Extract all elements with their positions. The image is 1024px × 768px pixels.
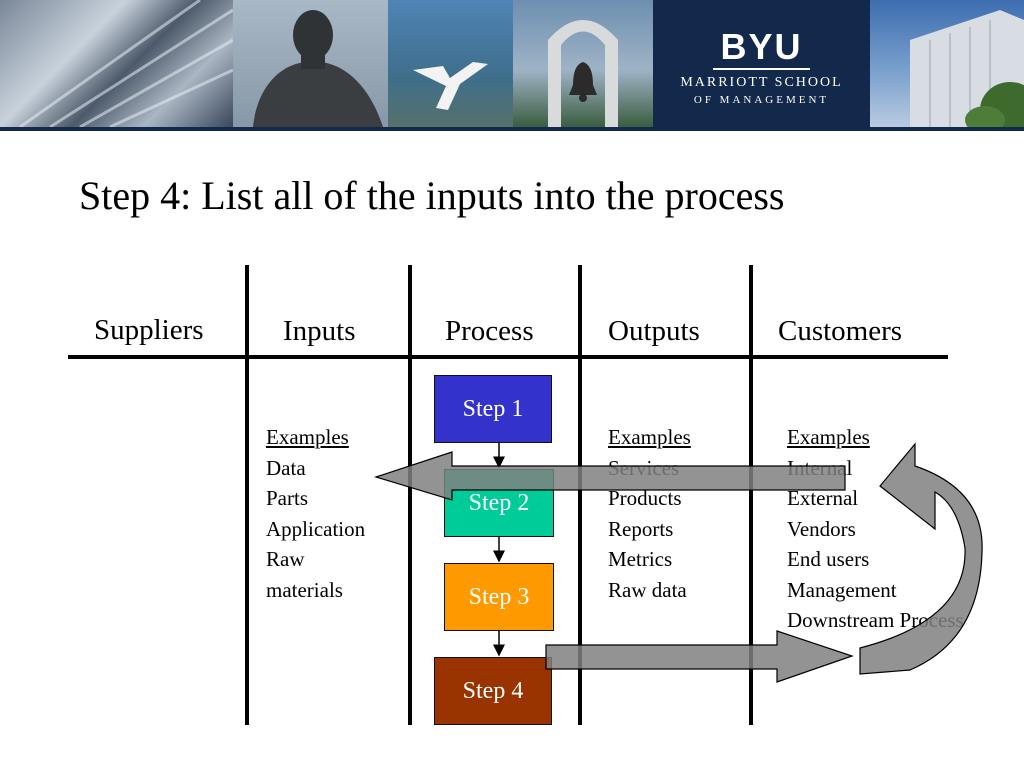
customers-examples-heading: Examples [787, 425, 870, 449]
step-1-box[interactable]: Step 1 [434, 375, 552, 443]
column-divider-2 [408, 265, 412, 725]
statue-silhouette-graphic [253, 10, 383, 127]
customers-header: Customers [778, 315, 903, 347]
list-item: Management [787, 577, 897, 602]
step-3-label: Step 3 [468, 583, 530, 610]
byu-logo-text: BYU [720, 26, 803, 67]
suppliers-header: Suppliers [94, 314, 204, 346]
customers-examples-list: Examples Internal External Vendors End u… [787, 422, 964, 636]
school-name-line1: MARRIOTT SCHOOL [680, 75, 843, 90]
bell-tower-photo-panel [513, 0, 653, 127]
statue-photo-panel [233, 0, 388, 127]
list-item: Application [266, 516, 366, 541]
school-name-line2: OF MANAGEMENT [693, 94, 830, 106]
header-banner: BYU MARRIOTT SCHOOL OF MANAGEMENT [0, 0, 1024, 131]
banner-bottom-rule [0, 127, 1024, 131]
list-item: Parts [266, 486, 308, 510]
process-header: Process [445, 315, 534, 347]
list-item: Vendors [787, 516, 856, 541]
step-4-box[interactable]: Step 4 [434, 657, 552, 725]
campus-building-photo-panel [870, 0, 1024, 127]
campus-tower-graphic [910, 10, 1024, 127]
y-logo-graphic [413, 62, 488, 110]
list-item: Reports [608, 516, 674, 541]
list-item: Data [266, 455, 306, 480]
column-divider-3 [578, 265, 582, 725]
column-divider-1 [245, 265, 249, 725]
list-item: materials [266, 577, 343, 602]
list-item: Raw data [608, 577, 687, 602]
list-item: Internal [787, 455, 853, 480]
list-item: Products [608, 486, 682, 510]
step-4-label: Step 4 [462, 677, 524, 704]
inputs-header: Inputs [283, 315, 356, 347]
bottom-right-arrow [545, 630, 854, 683]
outputs-examples-list: Examples Services Products Reports Metri… [608, 422, 691, 605]
inputs-examples-heading: Examples [266, 425, 349, 449]
list-item: Downstream Process [787, 608, 964, 632]
building-photo-panel [0, 0, 233, 127]
y-mountain-photo-panel [388, 0, 513, 127]
byu-logo-panel: BYU MARRIOTT SCHOOL OF MANAGEMENT [653, 0, 870, 127]
list-item: End users [787, 547, 870, 571]
step-3-box[interactable]: Step 3 [444, 563, 554, 631]
list-item: Metrics [608, 547, 673, 571]
step-2-box[interactable]: Step 2 [444, 469, 554, 537]
outputs-examples-heading: Examples [608, 425, 691, 449]
building-facade-graphic [19, 0, 233, 127]
list-item: Services [608, 455, 680, 480]
logo-underline [713, 68, 810, 70]
slide-title: Step 4: List all of the inputs into the … [79, 173, 785, 218]
header-divider [68, 355, 948, 359]
list-item: Raw [266, 547, 305, 571]
step-2-label: Step 2 [468, 489, 530, 516]
step-1-label: Step 1 [462, 395, 524, 422]
list-item: External [787, 486, 859, 510]
bell-icon [548, 20, 618, 127]
outputs-header: Outputs [608, 315, 700, 347]
column-divider-4 [749, 265, 753, 725]
inputs-examples-list: Examples Data Parts Application Raw mate… [266, 422, 365, 605]
